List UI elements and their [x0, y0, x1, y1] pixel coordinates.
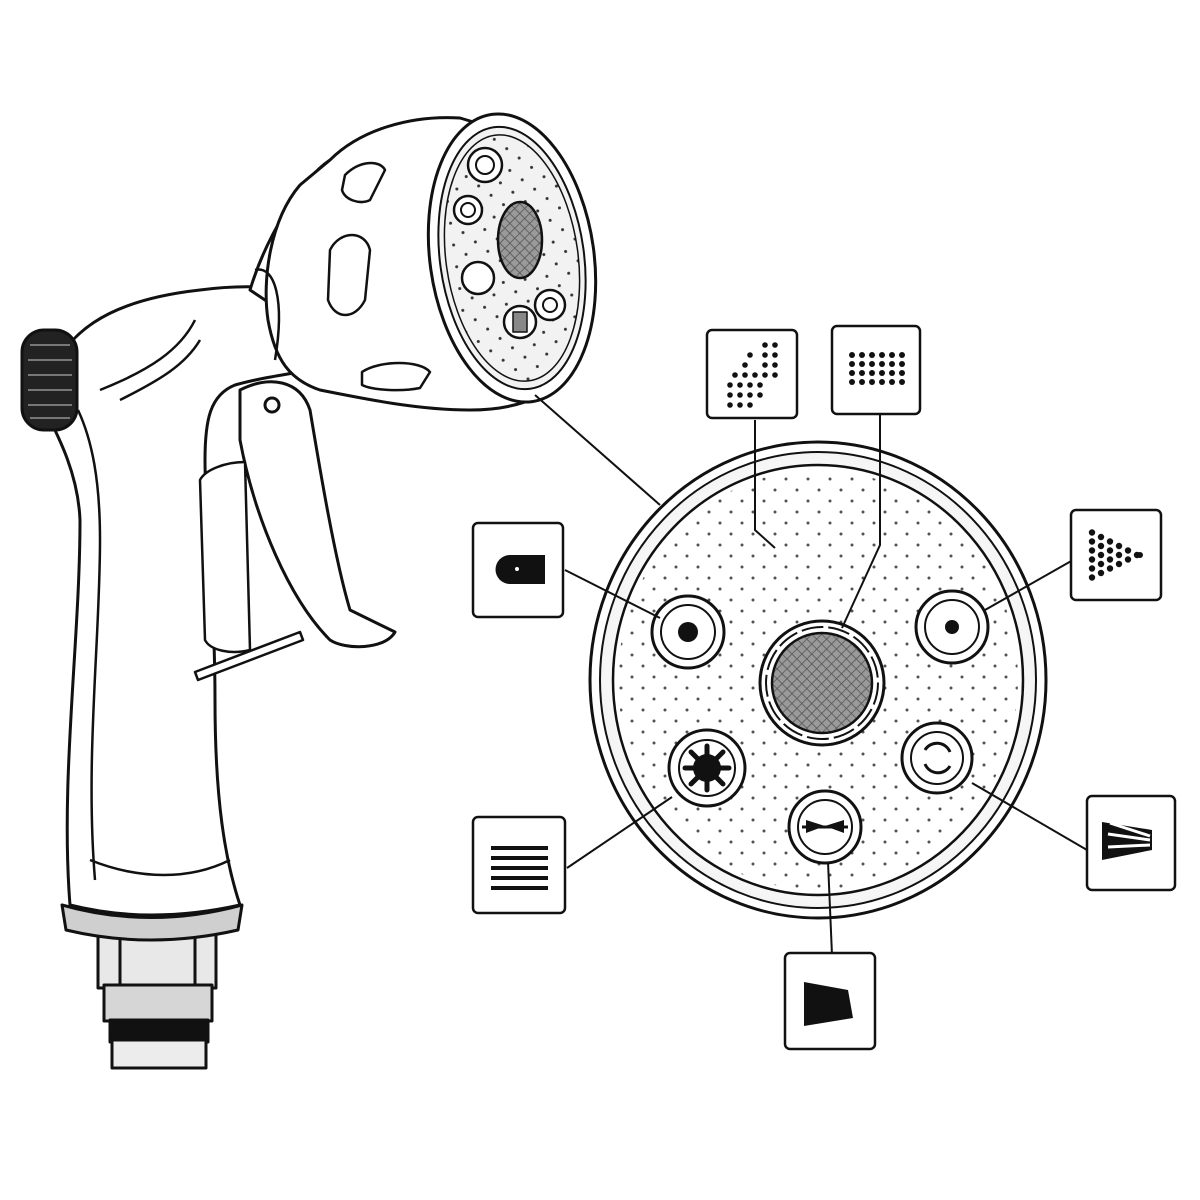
shower-outlet — [667, 728, 747, 808]
fan-outlet — [900, 721, 974, 795]
pattern-dot — [849, 370, 855, 376]
pattern-dot — [742, 372, 748, 378]
center-dots-pattern-icon — [830, 324, 922, 416]
fan-pattern-icon — [1085, 794, 1177, 892]
pattern-dot — [849, 361, 855, 367]
pattern-dot — [1124, 547, 1132, 554]
shower-lines-pattern-icon — [471, 815, 567, 915]
pattern-dot — [1106, 565, 1114, 572]
pattern-dot — [727, 402, 733, 408]
pattern-dot — [762, 362, 768, 368]
mist-pattern-icon — [705, 328, 799, 420]
pattern-dot — [1115, 542, 1123, 550]
pattern-dot — [869, 370, 875, 376]
pattern-dot — [772, 342, 778, 348]
callout-line-head — [534, 394, 661, 506]
trigger[interactable] — [238, 380, 397, 649]
pattern-dot — [1097, 560, 1105, 568]
pattern-dot — [889, 370, 895, 376]
pattern-dot — [1115, 551, 1123, 559]
pattern-dot — [849, 379, 855, 385]
pattern-dot — [772, 352, 778, 358]
pattern-dot — [772, 362, 778, 368]
pattern-dot — [869, 361, 875, 367]
pattern-dot — [747, 352, 753, 358]
pattern-dot — [747, 382, 753, 388]
pattern-dot — [899, 379, 905, 385]
pattern-dot — [737, 392, 743, 398]
pattern-dot — [869, 352, 875, 358]
pattern-dot — [859, 379, 865, 385]
pattern-dot — [1124, 556, 1132, 563]
pattern-dot — [752, 372, 758, 378]
pattern-dot — [1097, 542, 1105, 550]
pattern-dot — [1097, 551, 1105, 559]
pattern-dot — [899, 370, 905, 376]
pattern-dot — [1137, 552, 1143, 558]
pattern-dot — [1088, 538, 1096, 545]
pattern-dot — [889, 361, 895, 367]
pattern-dot — [889, 352, 895, 358]
pattern-dot — [747, 402, 753, 408]
pattern-dot — [1088, 574, 1096, 581]
jet-pattern-icon — [471, 521, 565, 619]
pattern-dot — [737, 382, 743, 388]
pattern-dot — [879, 370, 885, 376]
pattern-dot — [1097, 569, 1105, 577]
pattern-dot — [747, 392, 753, 398]
cone-dots-pattern-icon — [1069, 508, 1163, 602]
callout-lines — [564, 415, 1088, 956]
pattern-dot — [849, 352, 855, 358]
pattern-dot — [869, 379, 875, 385]
pattern-dot — [727, 382, 733, 388]
flow-control-knob[interactable] — [20, 328, 79, 432]
pattern-dot — [859, 370, 865, 376]
pattern-dot — [1088, 556, 1096, 563]
pattern-dot — [1088, 565, 1096, 572]
pattern-dot — [772, 372, 778, 378]
pattern-dot — [859, 352, 865, 358]
jet-outlet — [650, 594, 726, 670]
pattern-dot — [879, 361, 885, 367]
spray-gun — [20, 112, 598, 1070]
pattern-dot — [762, 352, 768, 358]
pattern-dot — [899, 352, 905, 358]
hose-connector — [96, 928, 218, 1070]
pattern-dot — [1088, 529, 1096, 536]
pattern-dot — [757, 382, 763, 388]
pattern-dot — [757, 392, 763, 398]
pattern-dot — [1088, 547, 1096, 554]
flat-pattern-icon — [783, 951, 877, 1051]
pattern-dot — [1106, 556, 1114, 563]
pattern-dot — [899, 361, 905, 367]
pattern-dot — [1115, 560, 1123, 568]
pattern-dot — [727, 392, 733, 398]
pattern-dot — [762, 372, 768, 378]
cone-outlet — [914, 589, 990, 665]
pattern-dot — [737, 402, 743, 408]
pattern-dot — [879, 352, 885, 358]
pattern-dot — [1106, 538, 1114, 545]
pattern-dot — [742, 362, 748, 368]
lock-pin[interactable] — [193, 630, 305, 682]
pattern-dot — [1106, 547, 1114, 554]
pattern-dot — [1097, 533, 1105, 541]
pattern-dot — [889, 379, 895, 385]
pattern-dot — [859, 361, 865, 367]
flat-outlet — [787, 789, 863, 865]
pattern-dot — [879, 379, 885, 385]
nozzle-face-enlarged — [588, 440, 1048, 920]
pattern-dot — [732, 372, 738, 378]
handle-collar — [60, 903, 244, 942]
pattern-dot — [762, 342, 768, 348]
